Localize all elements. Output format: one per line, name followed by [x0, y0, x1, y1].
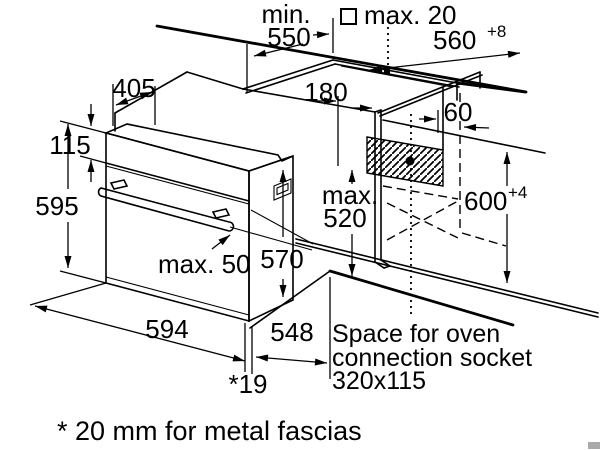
dim-570: 570 [260, 170, 304, 297]
dim-550-label: 550 [267, 22, 310, 52]
socket-note-line3: 320x115 [332, 367, 426, 395]
oven-front-face [105, 131, 250, 323]
dim-115-label: 115 [49, 130, 90, 160]
dim-405: 405 [112, 73, 156, 126]
dim-600-label: 600 [464, 186, 507, 216]
dim-405-label: 405 [112, 73, 155, 103]
dim-570-label: 570 [260, 244, 303, 274]
dim-560-label: 560 [433, 25, 476, 55]
socket-note-line2: connection socket [332, 344, 532, 372]
oven-handle [97, 179, 235, 232]
dim-max50-label: max. 50 [158, 249, 251, 279]
square-symbol-icon [340, 8, 357, 25]
dim-180-label: 180 [304, 77, 347, 107]
worktop-and-wall [155, 24, 528, 101]
dim-594: 594 [29, 282, 246, 362]
socket-area [366, 136, 444, 187]
dim-19: *19 [228, 323, 268, 399]
dim-560-tolerance: +8 [487, 22, 506, 41]
dim-595-label: 595 [35, 191, 78, 221]
socket-hatch-region [366, 136, 444, 187]
dim-115: 115 [49, 104, 107, 182]
socket-note-line1: Space for oven [332, 320, 500, 348]
dim-max520-label: 520 [323, 203, 366, 233]
dim-60-label: 60 [444, 97, 473, 127]
footnote-metal-fascias: * 20 mm for metal fascias [57, 416, 362, 446]
dim-max520-prefix-label: max. [322, 180, 378, 210]
dim-548: 548 [255, 277, 331, 379]
hidden-projection-lines [382, 26, 507, 320]
dim-max20-label: max. 20 [364, 0, 457, 30]
dim-max-50: max. 50 [158, 209, 314, 279]
dim-min-label: min. [261, 0, 310, 29]
oven-top-face [103, 123, 294, 172]
dim-max-520: max. 520 [322, 170, 378, 276]
dim-max-20: max. 20 [340, 0, 457, 30]
dim-19-label: *19 [228, 369, 267, 399]
dim-560: 560 +8 [369, 22, 521, 73]
dim-600: 600 +4 [464, 152, 527, 283]
dim-595: 595 [35, 124, 107, 284]
corner-watermark [588, 442, 600, 449]
dim-548-label: 548 [270, 317, 313, 347]
socket-note: Space for oven connection socket 320x115 [332, 320, 532, 395]
dim-180: 180 [304, 77, 372, 166]
dim-600-tolerance: +4 [508, 183, 527, 202]
niche-cabinet [249, 71, 599, 329]
socket-point-marker [405, 156, 415, 166]
dim-min-550: min. 550 [246, 0, 334, 92]
oven [97, 123, 294, 323]
dim-594-label: 594 [145, 314, 188, 344]
dim-60: 60 [419, 97, 490, 133]
